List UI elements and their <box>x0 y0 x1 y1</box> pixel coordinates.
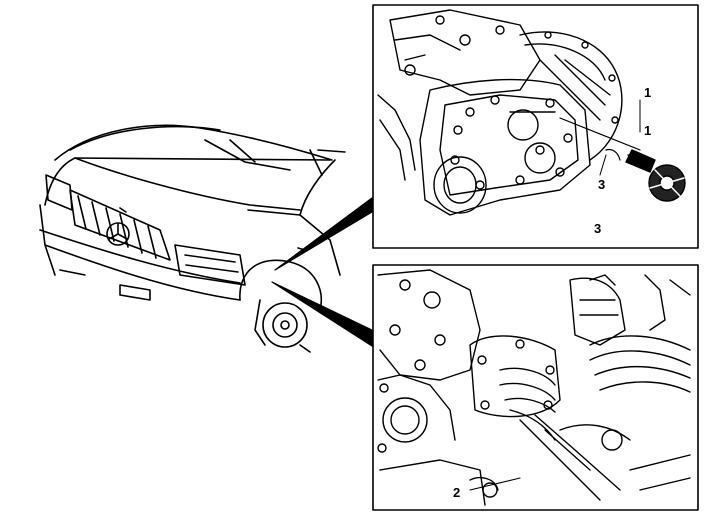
van-front-illustration <box>39 124 346 353</box>
detail-panel-bottom <box>372 264 699 511</box>
callout-label-1a: 1 <box>644 85 652 100</box>
callout-label-3a: 3 <box>598 177 606 192</box>
callout-leader-wedges <box>271 197 373 347</box>
callout-label-3b: 3 <box>594 221 602 236</box>
detail-panel-top <box>372 4 699 249</box>
callout-label-2: 2 <box>453 485 461 500</box>
callout-label-1b: 1 <box>644 123 652 138</box>
